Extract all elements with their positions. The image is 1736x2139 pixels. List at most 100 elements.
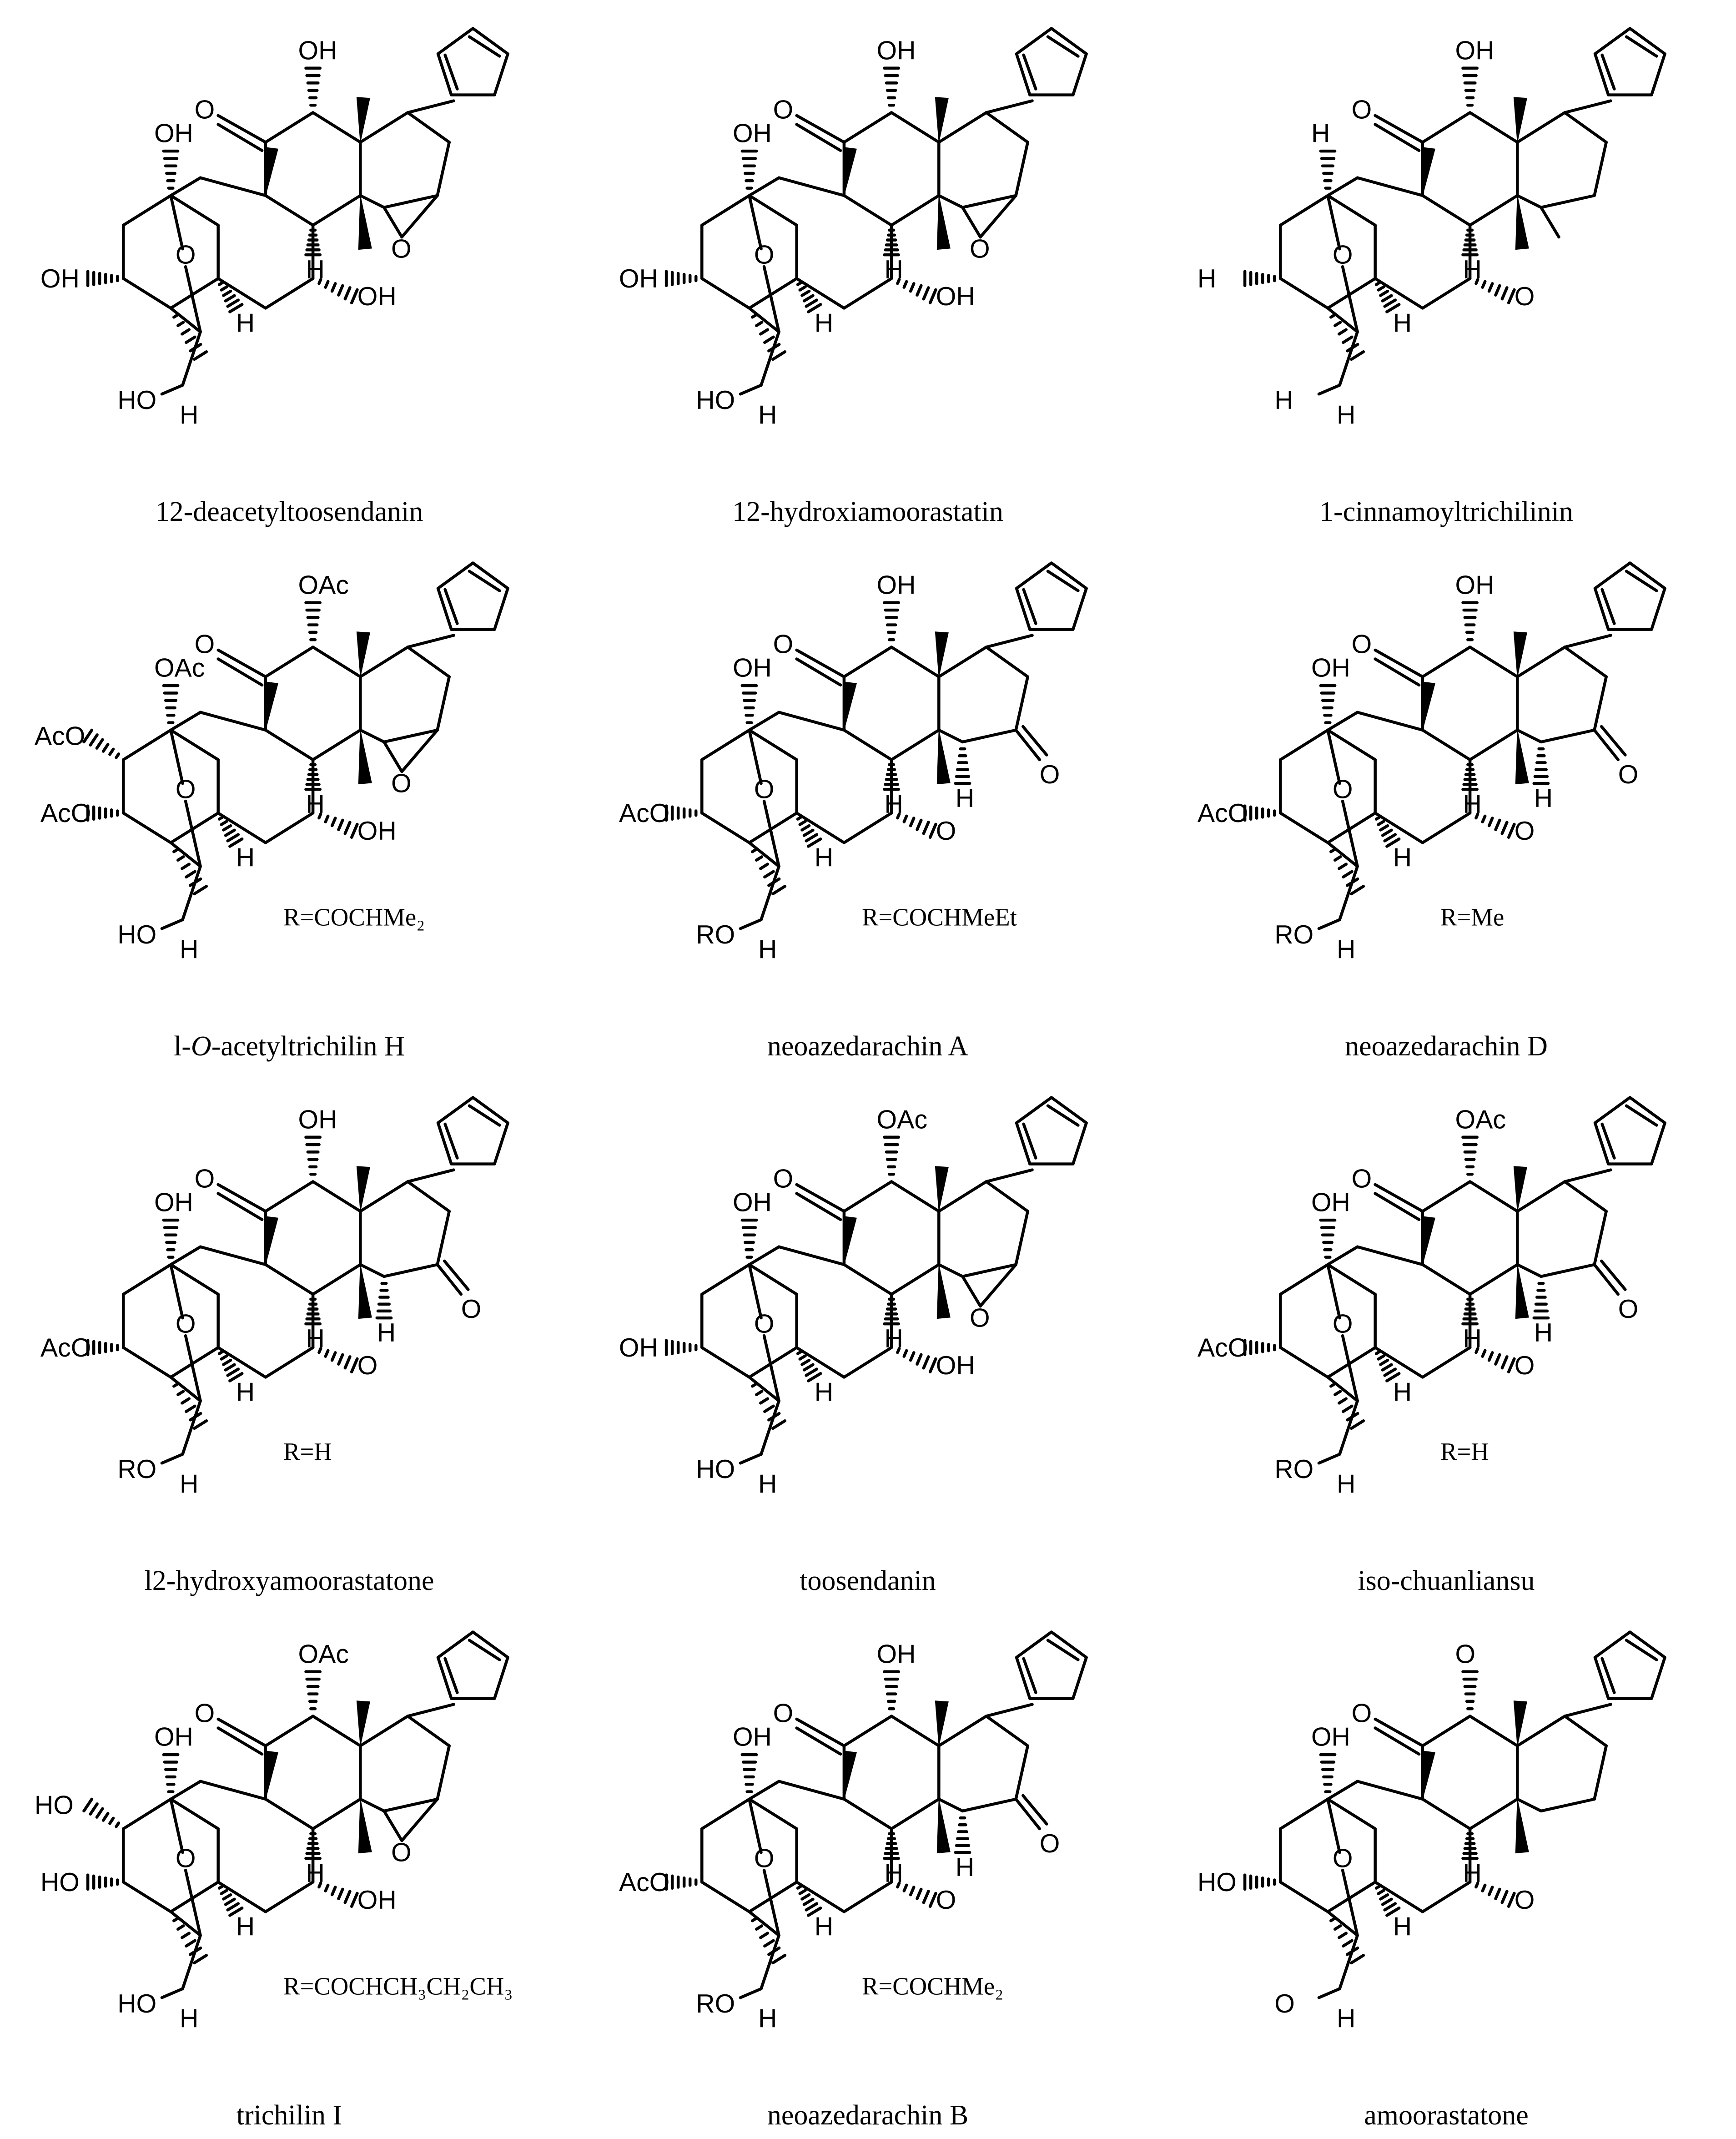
ring-bond	[359, 1715, 409, 1747]
methyl-wedge-c8	[358, 195, 372, 250]
ring-bond	[1593, 141, 1608, 197]
hashed-h2	[1374, 1884, 1401, 1917]
hashed-bond-c3	[1243, 1339, 1276, 1357]
hash-stroke	[771, 885, 787, 896]
hash-stroke	[771, 1419, 787, 1430]
hash-stroke	[1379, 1358, 1389, 1366]
hash-stroke	[115, 752, 121, 759]
furan-link	[1563, 99, 1612, 114]
hash-stroke	[1381, 294, 1393, 303]
methyl-wedge-c13	[1513, 97, 1527, 142]
ring-bond	[1014, 141, 1029, 197]
hash-stroke	[343, 1355, 352, 1370]
ring-bond	[1593, 675, 1608, 732]
c12-substituent: O	[1455, 1640, 1476, 1669]
ether-bond-2	[184, 265, 202, 333]
ring-bond	[216, 1880, 267, 1913]
hash-stroke	[1507, 822, 1516, 839]
hash-stroke	[896, 1347, 901, 1354]
c29-oh-bond	[1317, 1987, 1341, 1999]
hash-stroke	[220, 285, 228, 292]
ring-bond	[1374, 1346, 1424, 1379]
ring-bond	[1326, 811, 1377, 844]
c3-substituent: H	[1198, 264, 1216, 293]
hash-stroke	[916, 1887, 923, 1900]
junction-hydrogen: H	[815, 843, 833, 872]
hash-stroke	[1500, 286, 1509, 301]
ketone-oxygen: O	[1040, 760, 1060, 789]
carbonyl-oxygen: O	[773, 1165, 794, 1194]
hashed-bond-c12	[883, 1670, 900, 1710]
carbonyl-bond-2	[216, 1726, 264, 1756]
hashed-h	[1461, 1297, 1479, 1326]
hash-stroke	[805, 1367, 819, 1377]
hashed-h	[1461, 763, 1479, 791]
hashed-h3	[1532, 1281, 1550, 1320]
hash-stroke	[176, 855, 185, 862]
ring-bond	[985, 111, 1029, 144]
ring-bond	[985, 1180, 1029, 1213]
hash-stroke	[796, 815, 803, 821]
hashed-bond-c1	[1319, 1218, 1337, 1259]
hash-stroke	[1500, 1355, 1509, 1370]
double-bond-inner	[1625, 570, 1658, 592]
hash-stroke	[217, 281, 225, 286]
ring-bond	[890, 194, 941, 227]
methyl-wedge-c8	[936, 1264, 951, 1319]
c1-substituent: OH	[154, 1188, 193, 1217]
hash-stroke	[224, 294, 236, 303]
ring-bond	[842, 1715, 893, 1747]
hash-stroke	[928, 288, 937, 304]
ring-bond	[406, 1180, 451, 1213]
c29-bond	[1338, 865, 1359, 921]
double-bond-inner	[1625, 35, 1658, 58]
hash-stroke	[916, 284, 923, 297]
ring-bond	[169, 811, 220, 844]
hash-stroke	[800, 1893, 811, 1901]
c29-bond	[181, 865, 202, 921]
c29-substituent: HO	[117, 920, 156, 949]
hash-stroke	[1338, 1397, 1348, 1405]
epoxide-bond	[400, 728, 439, 773]
double-bond-inner	[1046, 35, 1080, 58]
c1-substituent: OH	[1311, 1188, 1350, 1217]
carbonyl-oxygen: O	[195, 630, 215, 659]
ring-bond	[264, 111, 315, 144]
ring-bond	[985, 646, 1029, 678]
hash-stroke	[763, 870, 775, 879]
hash-stroke	[916, 1353, 923, 1366]
methyl-hashed-c4	[1329, 1917, 1365, 1965]
hash-stroke	[185, 1939, 196, 1948]
double-bond-inner	[1600, 53, 1616, 91]
ring-bond	[1468, 728, 1519, 762]
c7-substituent: OH	[357, 1886, 397, 1915]
methyl-hashed-c4	[751, 848, 787, 896]
hash-stroke	[1338, 1932, 1348, 1939]
hash-stroke	[228, 1372, 244, 1382]
carbonyl-bond-2	[795, 123, 842, 152]
ring-bond	[748, 194, 798, 227]
ring-bond	[961, 194, 1017, 209]
hashed-h2	[796, 1350, 822, 1382]
c29-bond	[181, 1399, 202, 1456]
hash-stroke	[796, 281, 803, 286]
hash-stroke	[1333, 321, 1342, 328]
ring-bond	[169, 277, 220, 310]
ring-bond	[1540, 1797, 1596, 1813]
furan-ring	[1593, 561, 1666, 631]
ether-bond	[748, 1263, 763, 1320]
hashed-bond-c2	[82, 1797, 121, 1828]
bridge-bond	[1356, 711, 1424, 732]
hash-stroke	[1329, 313, 1336, 319]
carbonyl-bond	[795, 648, 846, 678]
bridge-carbon	[748, 1376, 780, 1402]
ether-oxygen: O	[176, 1310, 196, 1339]
hash-stroke	[751, 1917, 758, 1922]
hashed-h	[304, 1297, 322, 1326]
hash-stroke	[1500, 1890, 1509, 1904]
double-bond-inner	[1600, 1122, 1616, 1160]
